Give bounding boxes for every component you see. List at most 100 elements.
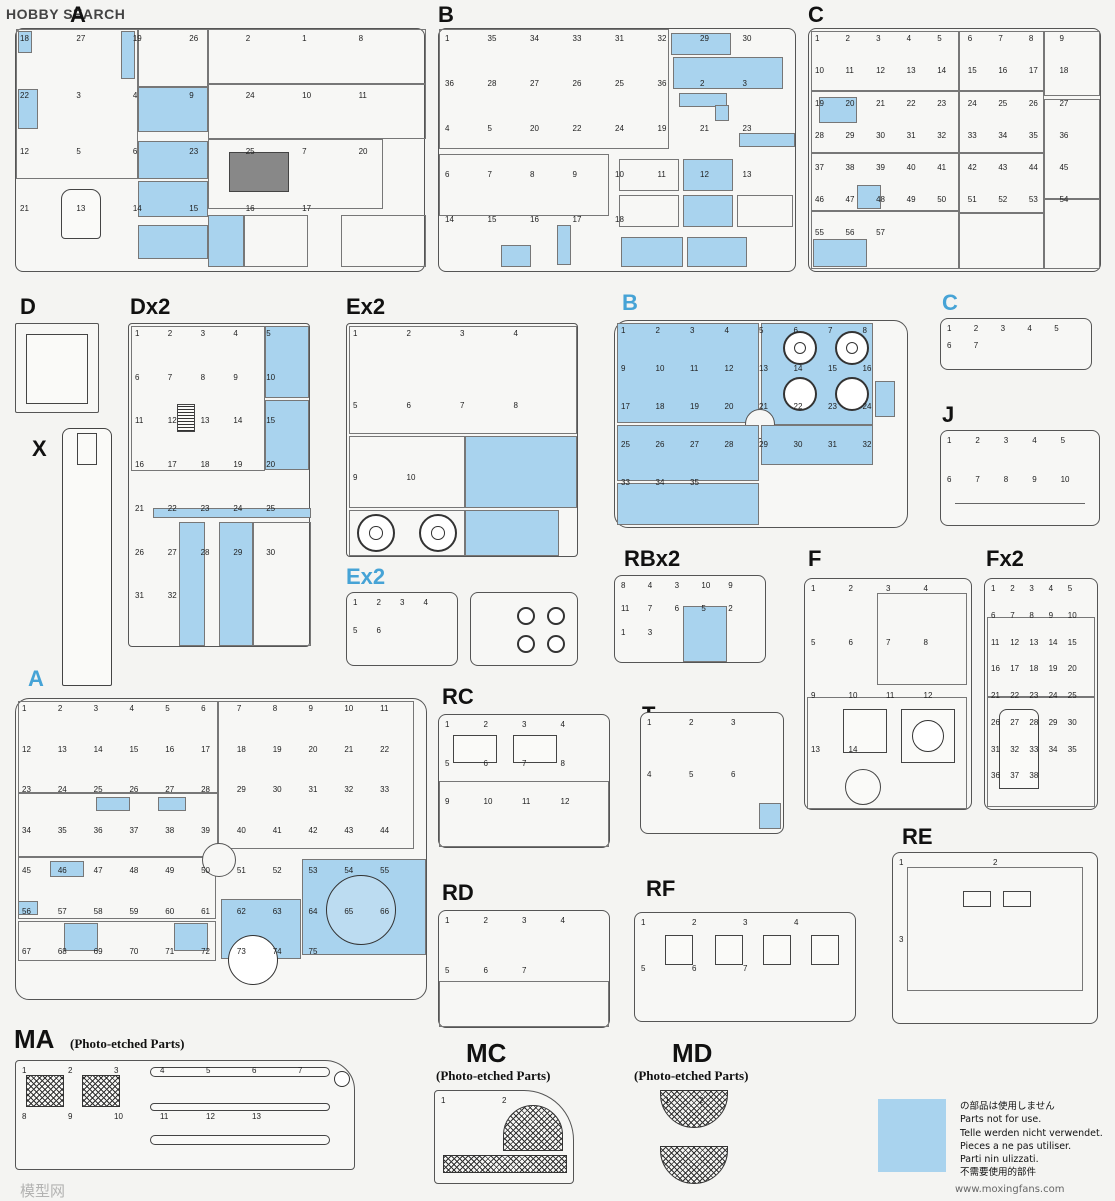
part-number-rb-3: 3 [674,581,680,590]
sprue-b-part-31 [673,57,783,89]
part-number-b-9: 9 [572,169,577,179]
part-number-c-30: 30 [876,130,886,140]
ma-part-rail-top [150,1067,330,1077]
sprue-c-row4 [811,211,959,269]
part-number-a-18: 18 [20,34,29,43]
sprue-c-part-40-41 [813,239,867,267]
part-number-b-11: 11 [657,169,666,179]
part-number-a-2: 2 [245,34,251,43]
part-number-d2-9: 9 [233,372,238,382]
part-number-c-24: 24 [967,98,977,108]
part-number-rb-2: 2 [728,604,733,614]
sprue-a2-part-66 [228,935,278,985]
part-number-b2-16: 16 [862,364,872,373]
part-number-c-8: 8 [1028,34,1034,43]
part-number-d2-10: 10 [266,372,276,382]
sprue-rf-part-3 [715,935,743,965]
part-number-b-4: 4 [445,124,450,134]
part-number-a2-8: 8 [272,704,278,713]
part-number-rc-7: 7 [522,758,527,768]
part-number-c-46: 46 [815,195,824,205]
part-number-c-29: 29 [845,130,855,140]
sprue-rc [438,714,610,848]
sprue-ex2-wheels-8-9 [465,510,559,556]
part-number-b-5: 5 [487,124,492,134]
part-number-b2-18: 18 [655,402,665,411]
part-number-c-5: 5 [937,34,942,43]
sprue-ex2-small-a [346,592,458,666]
part-number-rc-6: 6 [483,758,488,768]
part-number-b2-23: 23 [828,402,837,411]
part-number-b2-29: 29 [759,440,768,449]
part-number-rf-7: 7 [743,964,748,973]
part-number-rb-11: 11 [621,604,630,614]
part-number-rb-4: 4 [647,581,653,590]
sprue-label-mc: MC [466,1038,507,1068]
part-number-a2-9: 9 [308,704,313,713]
md-part-2 [660,1090,728,1128]
part-number-rc-3: 3 [522,720,527,729]
sprue-a2-parts-47-60 [218,701,414,849]
sprue-a-part-2-cell [138,29,208,87]
part-number-a-23: 23 [189,147,199,156]
sprue-ex2-wheels-2-4 [349,436,465,508]
sprue-re-part-2b [1003,891,1031,907]
part-x-hull [62,428,112,686]
mc-part-2 [443,1155,567,1173]
part-number-ex2-7: 7 [460,401,465,410]
part-number-f2-35: 35 [1067,744,1077,754]
part-number-a2-14: 14 [93,744,103,754]
sprue-b-part-3-4 [439,154,609,216]
part-number-c-23: 23 [937,98,947,108]
part-number-b2-5: 5 [759,326,764,335]
part-number-a2-43: 43 [344,825,354,835]
part-number-b-1: 1 [445,34,450,43]
part-number-rc-12: 12 [560,797,570,807]
part-number-c-33: 33 [967,130,977,140]
ma-part-6 [150,1103,330,1111]
part-number-f2-5: 5 [1067,584,1073,593]
part-number-c-12: 12 [876,66,886,76]
part-number-f-9: 9 [811,691,816,700]
sprue-a-part-26 [18,89,38,129]
sprue-b-part-10-11 [501,245,531,267]
sprue-d [15,323,99,413]
part-number-a2-21: 21 [344,744,354,754]
sprue-label-x: X [32,436,47,461]
part-number-a2-25: 25 [93,785,103,795]
sprue-rf-part-4 [665,935,693,965]
sprue-b-part-19 [619,195,679,227]
part-number-a2-47: 47 [93,866,103,876]
part-number-a2-53: 53 [308,866,318,876]
sprue-c-part-29 [959,153,1044,213]
part-number-b2-3: 3 [690,326,695,335]
part-number-b2-31: 31 [828,440,837,449]
part-number-f-10: 10 [848,691,858,700]
part-number-a-1: 1 [302,34,307,43]
part-number-d2-30: 30 [266,547,276,557]
part-number-mc-2: 2 [502,1096,507,1105]
part-number-b-17: 17 [572,214,582,224]
sprue-a-part-6 [138,181,208,217]
part-number-c-52: 52 [998,195,1008,205]
part-number-a2-4: 4 [129,704,134,713]
sprue-a-part-3-4 [138,87,208,132]
part-number-d2-3: 3 [200,329,206,338]
part-number-f2-30: 30 [1067,717,1077,727]
part-number-a2-67: 67 [22,947,31,957]
part-number-a2-63: 63 [272,906,282,916]
part-number-d2-4: 4 [233,329,238,338]
part-number-b2-25: 25 [621,440,630,449]
md-part-1 [660,1146,728,1184]
part-number-c-16: 16 [998,66,1008,76]
sprue-a-part-14-15 [244,215,308,267]
part-number-b-3: 3 [742,79,747,89]
part-number-f2-36: 36 [991,771,1000,781]
part-number-f2-6: 6 [991,610,996,620]
part-number-b2-4: 4 [724,326,729,335]
part-number-ex2_small-1: 1 [353,598,358,607]
sprue-f-part-12-ring [912,720,944,752]
part-number-c-53: 53 [1028,195,1038,205]
sprue-dx2-part-grille [177,404,195,432]
part-number-a2-41: 41 [272,825,282,835]
